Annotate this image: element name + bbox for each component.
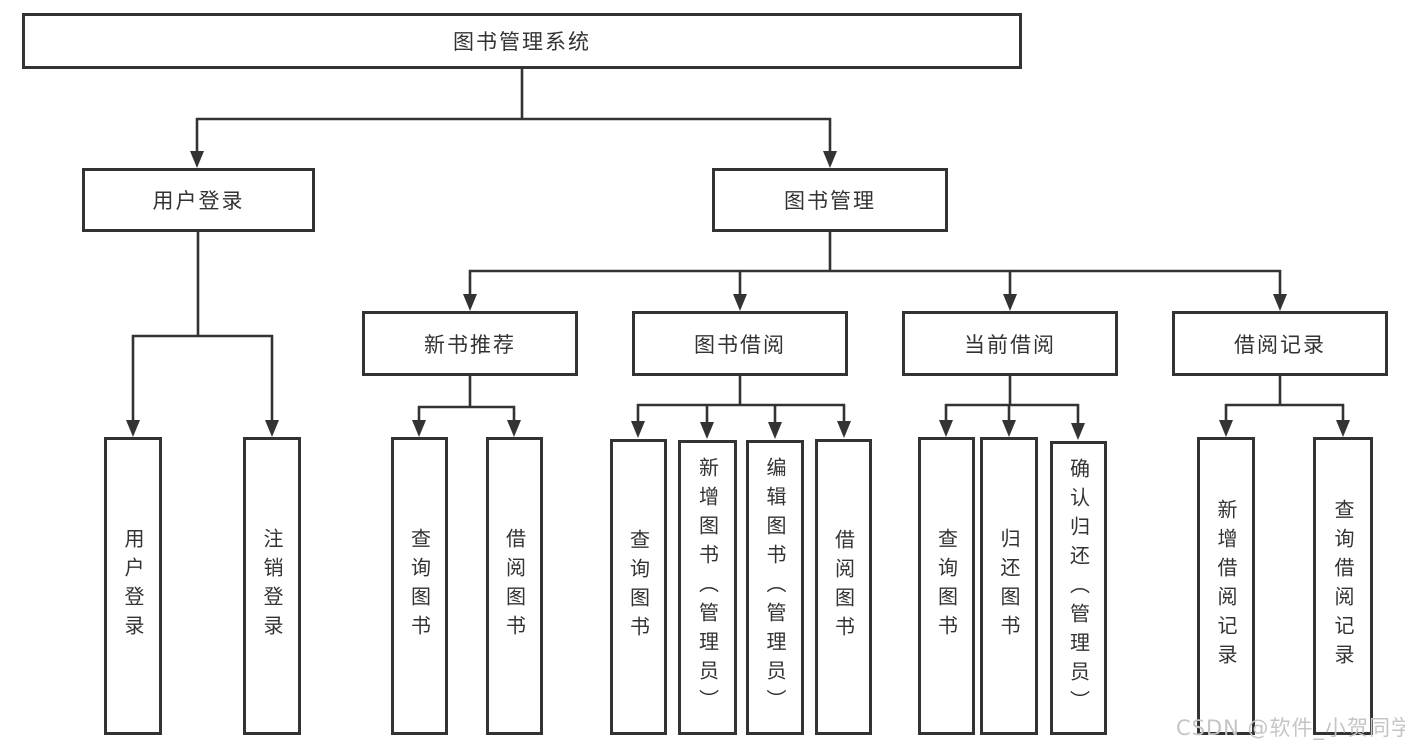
leaf-query-books-borrowing: 查询图书 [610, 439, 667, 735]
node-book-management: 图书管理 [712, 168, 948, 232]
leaf-label: 用户登录 [121, 528, 145, 644]
leaf-label: 确认归还（管理员） [1066, 457, 1091, 719]
leaf-logout: 注销登录 [243, 437, 301, 735]
node-current-borrowing: 当前借阅 [902, 311, 1118, 376]
leaf-confirm-return-admin: 确认归还（管理员） [1050, 441, 1107, 735]
leaf-label: 借阅图书 [831, 529, 856, 645]
leaf-label: 归还图书 [997, 528, 1021, 644]
leaf-query-borrow-record: 查询借阅记录 [1313, 437, 1373, 735]
node-label: 当前借阅 [964, 332, 1056, 357]
node-label: 图书借阅 [694, 332, 786, 357]
leaf-label: 查询借阅记录 [1331, 499, 1355, 673]
leaf-label: 查询图书 [407, 528, 432, 644]
node-label: 图书管理系统 [453, 30, 591, 54]
leaf-add-borrow-record: 新增借阅记录 [1197, 437, 1255, 735]
leaf-label: 借阅图书 [502, 528, 527, 644]
leaf-label: 新增图书（管理员） [695, 457, 720, 718]
node-label: 图书管理 [784, 189, 876, 213]
leaf-add-books-admin: 新增图书（管理员） [678, 440, 737, 735]
node-label: 借阅记录 [1234, 332, 1326, 357]
leaf-user-login: 用户登录 [104, 437, 162, 735]
leaf-borrow-books-recommend: 借阅图书 [486, 437, 543, 735]
leaf-label: 查询图书 [934, 528, 959, 644]
leaf-label: 注销登录 [260, 528, 284, 644]
node-label: 新书推荐 [424, 332, 516, 357]
leaf-label: 新增借阅记录 [1214, 499, 1238, 673]
leaf-query-books-current: 查询图书 [918, 437, 975, 735]
node-book-borrowing: 图书借阅 [632, 311, 848, 376]
leaf-return-books: 归还图书 [980, 437, 1038, 735]
leaf-label: 编辑图书（管理员） [763, 457, 787, 718]
node-new-book-recommend: 新书推荐 [362, 311, 578, 376]
leaf-borrow-books: 借阅图书 [815, 439, 872, 735]
node-user-login: 用户登录 [82, 168, 315, 232]
leaf-query-books-recommend: 查询图书 [391, 437, 448, 735]
leaf-edit-books-admin: 编辑图书（管理员） [746, 440, 804, 735]
node-borrowing-records: 借阅记录 [1172, 311, 1388, 376]
node-label: 用户登录 [152, 189, 245, 213]
csdn-watermark: CSDN @软件_小贺同学 [1176, 716, 1405, 740]
leaf-label: 查询图书 [626, 529, 651, 645]
arrowhead-icons [126, 151, 1350, 440]
node-library-management-system: 图书管理系统 [22, 13, 1022, 69]
